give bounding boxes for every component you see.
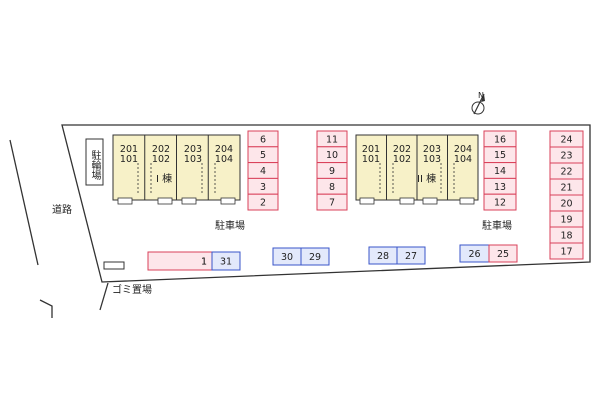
parking-space-number: 18 xyxy=(560,231,572,242)
unit-1-102: 102 xyxy=(151,154,171,165)
parking-space-number: 20 xyxy=(560,199,572,210)
unit-2-102: 102 xyxy=(392,154,412,165)
north-arrow-icon xyxy=(471,93,485,115)
parking-space-13: 13 xyxy=(483,177,517,195)
parking-space-number: 10 xyxy=(326,150,338,161)
parking-space-number: 6 xyxy=(260,134,266,145)
parking-space-number: 7 xyxy=(329,198,335,209)
building-1 xyxy=(112,134,241,205)
parking-space-number: 2 xyxy=(260,198,266,209)
parking-space-2: 2 xyxy=(247,193,279,211)
unit-1-103: 103 xyxy=(183,154,203,165)
garbage-box xyxy=(103,261,125,270)
parking-space-11: 11 xyxy=(316,130,348,148)
unit-2-201: 201 xyxy=(361,144,381,155)
parking-space-number: 27 xyxy=(405,251,417,262)
unit-2-104: 104 xyxy=(453,154,473,165)
parking-space-22: 22 xyxy=(549,162,584,180)
parking-space-10: 10 xyxy=(316,146,348,164)
parking-space-number: 31 xyxy=(220,257,232,268)
unit-1-201: 201 xyxy=(119,144,139,155)
parking-space-8: 8 xyxy=(316,177,348,195)
parking-space-number: 22 xyxy=(560,167,572,178)
unit-2-202: 202 xyxy=(392,144,412,155)
parking-space-9: 9 xyxy=(316,162,348,179)
unit-2-101: 101 xyxy=(361,154,381,165)
parking-space-number: 15 xyxy=(494,150,506,161)
parking-space-number: 16 xyxy=(494,134,506,145)
parking-space-20: 20 xyxy=(549,194,584,212)
parking-space-number: 1 xyxy=(201,257,207,268)
unit-1-101: 101 xyxy=(119,154,139,165)
parking-area-label-left: 駐車場 xyxy=(215,221,245,232)
parking-space-14: 14 xyxy=(483,162,517,179)
parking-space-21: 21 xyxy=(549,178,584,196)
parking-space-number: 5 xyxy=(260,150,266,161)
building-2-name: II 棟 xyxy=(417,174,437,185)
parking-space-number: 28 xyxy=(377,251,389,262)
parking-space-5: 5 xyxy=(247,146,279,164)
parking-space-number: 3 xyxy=(260,182,266,193)
bicycle-parking-box xyxy=(85,138,104,186)
parking-space-19: 19 xyxy=(549,210,584,228)
parking-space-23: 23 xyxy=(549,146,584,164)
parking-space-number: 21 xyxy=(560,183,572,194)
building-1-name: I 棟 xyxy=(156,174,173,185)
parking-space-number: 12 xyxy=(494,198,506,209)
unit-2-103: 103 xyxy=(422,154,442,165)
road-edge-line xyxy=(9,139,39,266)
road-edge-line-lower xyxy=(39,299,53,318)
garbage-label: ゴミ置場 xyxy=(112,285,152,296)
parking-space-3: 3 xyxy=(247,177,279,195)
unit-1-202: 202 xyxy=(151,144,171,155)
parking-space-number: 4 xyxy=(260,166,266,177)
parking-layer: 6 5 4 3 2 11 10 9 8 7 16 15 14 13 12 24 23 22 21 20 19 18 17 1 3… xyxy=(147,130,584,271)
parking-space-number: 26 xyxy=(468,249,480,260)
parking-space-15: 15 xyxy=(483,146,517,164)
parking-space-24: 24 xyxy=(549,130,584,148)
unit-1-203: 203 xyxy=(183,144,203,155)
parking-space-25: 25 xyxy=(488,244,518,263)
parking-space-16: 16 xyxy=(483,130,517,148)
parking-space-number: 30 xyxy=(281,252,293,263)
parking-space-number: 17 xyxy=(560,247,572,258)
unit-2-203: 203 xyxy=(422,144,442,155)
driveway-line xyxy=(99,282,109,311)
unit-2-204: 204 xyxy=(453,144,473,155)
parking-space-27: 27 xyxy=(396,246,426,265)
parking-space-number: 24 xyxy=(560,135,572,146)
parking-space-17: 17 xyxy=(549,242,584,260)
parking-space-28: 28 xyxy=(368,246,398,265)
building-2 xyxy=(355,134,479,205)
parking-space-1: 1 xyxy=(147,251,213,271)
parking-space-number: 23 xyxy=(560,151,572,162)
parking-space-6: 6 xyxy=(247,130,279,148)
parking-space-31: 31 xyxy=(211,251,241,271)
parking-space-number: 29 xyxy=(309,252,321,263)
parking-space-7: 7 xyxy=(316,193,348,211)
parking-space-number: 13 xyxy=(494,182,506,193)
parking-space-18: 18 xyxy=(549,226,584,244)
parking-space-number: 11 xyxy=(326,134,338,145)
parking-space-number: 8 xyxy=(329,182,335,193)
bicycle-parking-label: 駐輪場 xyxy=(89,150,100,180)
parking-space-number: 25 xyxy=(497,249,509,260)
parking-space-number: 14 xyxy=(494,166,506,177)
unit-1-104: 104 xyxy=(214,154,234,165)
parking-space-29: 29 xyxy=(300,247,330,266)
parking-space-30: 30 xyxy=(272,247,302,266)
parking-space-12: 12 xyxy=(483,193,517,211)
road-label: 道路 xyxy=(52,205,72,216)
parking-space-number: 19 xyxy=(560,215,572,226)
parking-space-number: 9 xyxy=(329,166,335,177)
parking-space-4: 4 xyxy=(247,162,279,179)
parking-space-26: 26 xyxy=(459,244,490,263)
parking-area-label-right: 駐車場 xyxy=(482,221,512,232)
unit-1-204: 204 xyxy=(214,144,234,155)
north-label: N xyxy=(478,91,484,100)
